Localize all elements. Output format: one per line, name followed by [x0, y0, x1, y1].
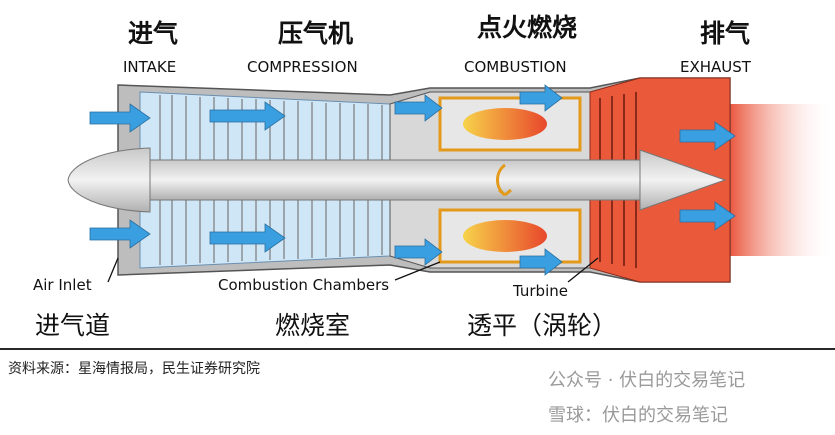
watermark-wechat: 公众号 · 伏白的交易笔记	[548, 370, 746, 391]
label-combustion-zh: 点火燃烧	[477, 13, 578, 42]
central-shaft	[149, 159, 671, 201]
label-turbine-zh: 透平（涡轮）	[467, 311, 618, 340]
airflow-arrows	[89, 84, 736, 276]
label-intake-zh: 进气	[128, 19, 179, 48]
label-exhaust-en: EXHAUST	[680, 58, 751, 76]
airflow-arrow-combustion-bottom	[519, 248, 563, 276]
leader-combustion-chambers	[394, 261, 441, 281]
airflow-arrow-intake-top	[89, 103, 151, 133]
airflow-arrow-exhaust-bottom	[679, 201, 736, 231]
rotation-arrowhead	[498, 188, 512, 197]
label-combustion-en: COMBUSTION	[464, 58, 567, 76]
label-air-inlet-zh: 进气道	[35, 311, 111, 340]
nose-cone	[67, 147, 151, 213]
airflow-arrow-combustion-top	[519, 84, 563, 112]
exhaust-cone	[639, 149, 727, 211]
label-air-inlet-en: Air Inlet	[33, 276, 92, 294]
source-note: 资料来源：星海情报局，民生证券研究院	[8, 361, 260, 377]
label-compression-en: COMPRESSION	[247, 58, 358, 76]
label-turbine-en: Turbine	[513, 282, 568, 300]
airflow-arrow-exhaust-top	[679, 121, 736, 151]
label-intake-en: INTAKE	[123, 58, 177, 76]
airflow-arrow-intake-bottom	[89, 219, 151, 249]
watermark-xueqiu: 雪球：伏白的交易笔记	[548, 405, 728, 426]
airflow-arrow-chamber-top	[394, 94, 443, 122]
airflow-arrow-compressor-bottom	[209, 223, 286, 253]
airflow-arrow-chamber-bottom	[394, 238, 443, 266]
flame-upper	[463, 108, 547, 140]
label-exhaust-zh: 排气	[700, 19, 751, 48]
leader-air-inlet	[107, 257, 119, 283]
exhaust-plume	[725, 104, 835, 256]
label-combustion-chambers-en: Combustion Chambers	[218, 276, 390, 294]
airflow-arrow-compressor-top	[209, 101, 286, 131]
flame-lower	[463, 220, 547, 252]
divider	[0, 348, 835, 350]
label-compression-zh: 压气机	[278, 19, 354, 48]
label-combustion-chambers-zh: 燃烧室	[275, 311, 351, 340]
leader-turbine	[567, 257, 599, 283]
engine-illustration	[67, 77, 835, 283]
